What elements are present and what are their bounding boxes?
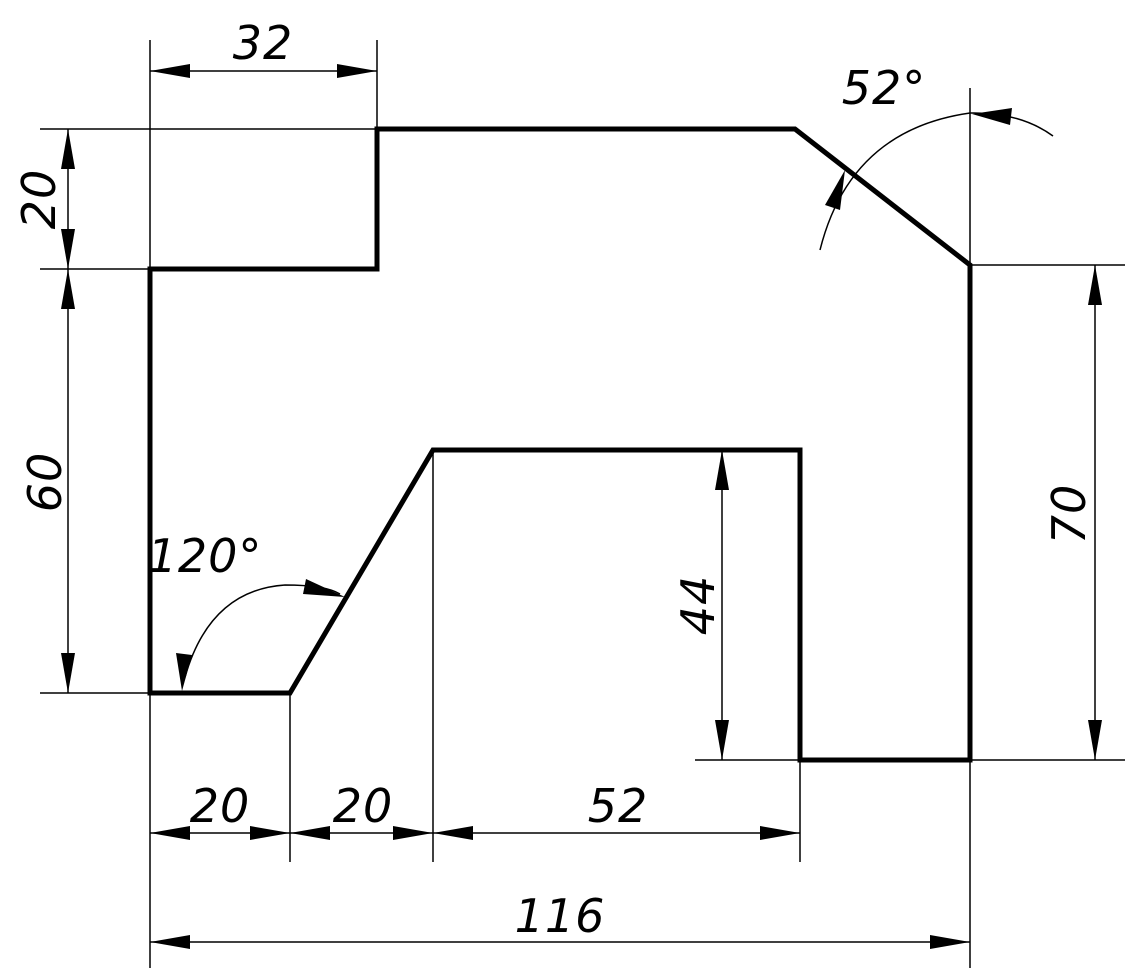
extension-lines	[40, 40, 1125, 968]
dimension-labels: 32 20 60 52° 120° 44 70 20 20 52 116	[12, 16, 1096, 943]
arrowheads	[61, 64, 1102, 949]
dim-angle-bottom-left: 120°	[148, 529, 263, 583]
part-outline	[147, 126, 973, 763]
dim-bottom-seg2: 20	[333, 779, 394, 833]
dim-bottom-seg3: 52	[588, 779, 649, 833]
dim-angle-top-right: 52°	[842, 61, 927, 115]
dim-top-width: 32	[233, 16, 294, 70]
dim-bottom-seg1: 20	[190, 779, 251, 833]
dim-right-height: 70	[1042, 484, 1096, 545]
dim-overall-width: 116	[515, 889, 606, 943]
dim-top-step-height: 20	[12, 169, 66, 230]
dim-inner-height: 44	[671, 575, 725, 636]
dim-left-height: 60	[18, 452, 72, 513]
